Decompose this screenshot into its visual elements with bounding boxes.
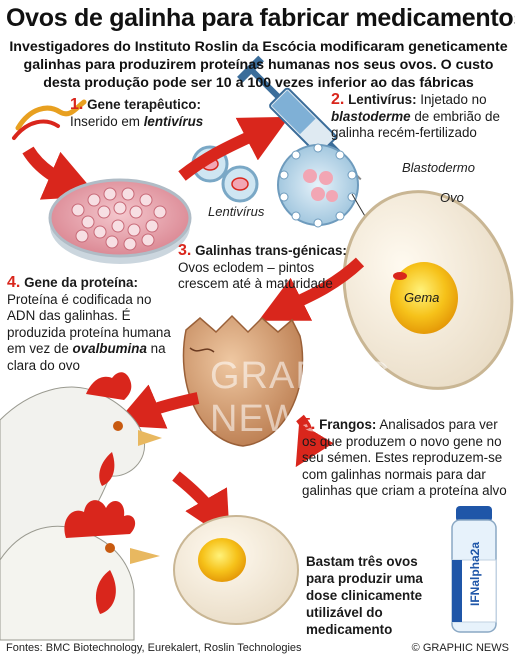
medicine-vial-icon (451, 506, 497, 633)
vial-label: IFNalpha2a (468, 541, 482, 606)
step-number: 4. (7, 274, 21, 291)
step-number: 1. (70, 96, 84, 113)
step-text: Ovos eclodem – pintos crescem até à matu… (178, 259, 333, 292)
arrow-egg-to-hen (113, 384, 200, 429)
step-emphasis: blastoderme (331, 108, 411, 124)
step-heading: Gene terapêutico: (87, 97, 201, 112)
arrow-hen-to-rooster (172, 471, 230, 541)
step-emphasis: lentivírus (143, 113, 204, 129)
step-number: 5. (302, 416, 316, 433)
step-text: Inserido em (70, 113, 144, 129)
gene-strand-icon (12, 99, 87, 140)
egg-cross-section (342, 190, 514, 390)
label-yolk: Gema (404, 290, 440, 305)
arrow-egg-to-hatch (258, 257, 365, 321)
step-3: 3. Galinhas trans-génicas: Ovos eclodem … (178, 242, 368, 293)
footer-sources: Fontes: BMC Biotechnology, Eurekalert, R… (6, 642, 302, 654)
arrow-egg-to-rooster (295, 414, 334, 468)
step-text: na clara do ovo (7, 341, 166, 373)
step-number: 3. (178, 242, 192, 259)
syringe-icon (237, 55, 362, 181)
step-number: 2. (331, 91, 345, 108)
page-title: Ovos de galinha para fabricar medicament… (6, 4, 515, 32)
page-subtitle: Investigadores do Instituto Roslin da Es… (9, 39, 508, 91)
step-text: Injetado no (416, 92, 487, 107)
step-1: 1. Gene terapêutico: Inserido em lentiví… (70, 96, 250, 130)
step-2: 2. Lentivírus: Injetado no blastoderme d… (331, 91, 511, 142)
label-lentivirus: Lentivírus (208, 204, 265, 219)
label-blastoderm: Blastodermo (402, 160, 475, 175)
step-text: de embrião de galinha recém-fertilizado (331, 108, 500, 141)
conclusion-text: Bastam três ovos para produzir uma dose … (306, 554, 423, 637)
watermark: GRAPHIC NEWS (210, 355, 391, 440)
step-emphasis: ovalbumina (72, 341, 147, 356)
step-text: Analisados para ver os que produzem o no… (302, 417, 507, 498)
petri-dish (48, 178, 192, 264)
step-heading: Frangos: (319, 417, 377, 432)
rooster-illustration (0, 500, 160, 641)
step-heading: Lentivírus: (348, 92, 417, 107)
blastoderm-disc (277, 143, 359, 228)
footer-credit: © GRAPHIC NEWS (411, 642, 509, 654)
arrow-gene-to-dish (22, 146, 98, 200)
lentivirus-icon (191, 145, 259, 203)
step-heading: Galinhas trans-génicas: (195, 243, 347, 258)
hatched-egg (182, 314, 304, 447)
arrow-dish-to-syringe (178, 116, 290, 181)
step-heading: Gene da proteína: (24, 275, 138, 290)
step-text: Proteína é codificada no ADN das galinha… (7, 291, 171, 357)
step-5: 5. Frangos: Analisados para ver os que p… (302, 416, 507, 500)
label-egg: Ovo (440, 190, 464, 205)
step-4: 4. Gene da proteína: Proteína é codifica… (7, 274, 177, 374)
cracked-egg (173, 515, 299, 625)
